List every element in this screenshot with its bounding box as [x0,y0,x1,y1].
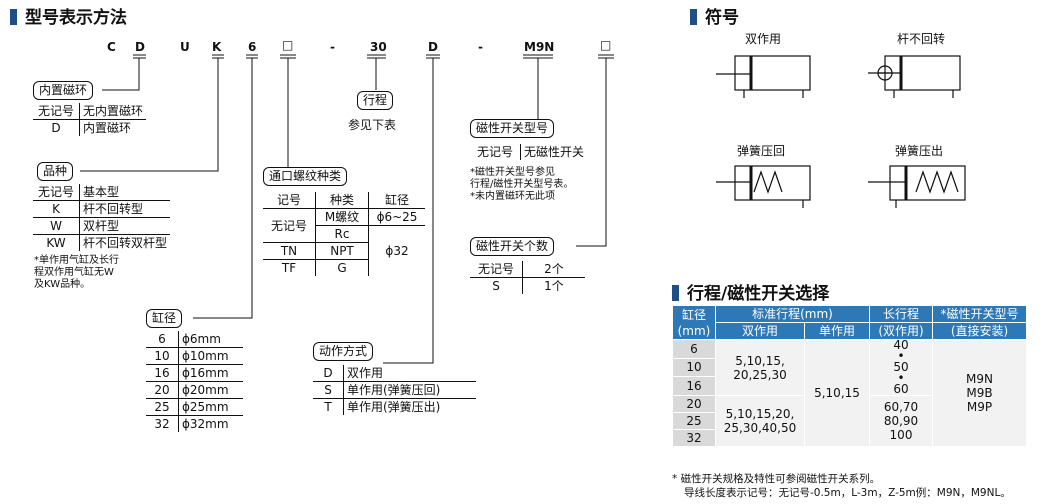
code-u: U [180,40,190,54]
symbol-title: 符号 [690,3,739,28]
switch-count-label: 磁性开关个数 [470,237,555,256]
single-stroke: 5,10,15 [804,339,870,447]
nonrotating-symbol-icon [868,55,961,98]
selection-table: 缸径 (mm) 标准行程(mm) 长行程 *磁性开关型号 双作用 单作用 (双作… [672,305,1027,447]
table-row: 无记号 M螺纹 ϕ6~25 [263,208,425,243]
table-row: 25 [672,412,1027,430]
table-row: 缸径 (mm) 标准行程(mm) 长行程 *磁性开关型号 [672,305,1027,340]
model-title: 型号表示方法 [10,3,127,28]
code-stroke: 30 [370,40,387,54]
table-row: Rc ϕ32 [263,225,425,258]
code-thread: □ [282,38,294,52]
code-k: K [212,40,222,54]
action-label: 动作方式 [313,342,374,361]
title-marker [672,285,679,301]
double-stroke-a: 5,10,15, 20,25,30 [715,339,805,396]
symbol-nonrot-label: 杆不回转 [897,32,946,46]
table-row: TF G [263,259,425,276]
magnet-table: 无记号 无内置磁环 D 内置磁环 [33,103,147,136]
spring-return-symbol-icon [716,165,811,208]
table-row: 双作用 单作用 (双作用) (直接安装) [673,322,1027,340]
connector-lines [80,54,614,364]
variety-note: *单作用气缸及长行 程双作用气缸无W 及KW品种。 [34,255,119,290]
symbol-spring-return-label: 弹簧压回 [737,144,786,158]
header-switch: *磁性开关型号 [932,305,1027,323]
code-dash-1: - [330,40,335,54]
header-long-sub: (双作用) [869,322,933,340]
code-bore: 6 [248,40,257,54]
bore-label: 缸径 [146,309,183,328]
code-d: D [135,40,145,54]
header-standard-stroke: 标准行程(mm) [715,305,870,323]
table-row: 无记号 无磁性开关 [470,144,587,160]
table-row: 6 5,10,15, 20,25,30 5,10,15 40 • 50 • 60… [672,339,1027,447]
table-row: TN NPT [263,242,425,260]
switch-model-note: *磁性开关型号参见 行程/磁性开关型号表。 *未内置磁环无此项 [470,167,574,202]
symbol-double-label: 双作用 [745,32,782,46]
double-stroke-b: 5,10,15,20, 25,30,40,50 [715,395,805,447]
header-long-stroke: 长行程 [869,305,933,323]
header-single: 单作用 [804,322,870,340]
switch-model-label: 磁性开关型号 [470,119,555,138]
table-row: 16 [672,376,1027,396]
code-switch-count: □ [600,38,612,52]
thread-label: 通口螺纹种类 [263,167,348,186]
long-stroke-b: 60,70 80,90 100 [869,395,933,447]
variety-label: 品种 [37,162,74,181]
title-marker [690,9,697,25]
thread-table: 记号 种类 缸径 无记号 M螺纹 ϕ6~25 Rc ϕ32 TN NPT TF … [263,192,425,276]
spring-extend-symbol-icon [868,165,966,208]
stroke-label: 行程 [357,91,394,110]
table-row: 无记号基本型 [33,184,171,201]
table-row: 32 [672,429,1027,447]
code-dash-2: - [478,40,483,54]
switch-model-table: 无记号 无磁性开关 [470,144,587,160]
magnet-label: 内置磁环 [33,81,94,100]
selection-footer: * 磁性开关规格及特性可参阅磁性开关系列。 导线长度表示记号：无记号-0.5m，… [672,473,1011,499]
header-switch-sub: (直接安装) [932,322,1027,340]
stroke-sub: 参见下表 [348,118,397,132]
selection-title: 行程/磁性开关选择 [672,279,829,304]
code-switch: M9N [524,40,555,54]
table-row: 10 [672,357,1027,378]
table-row: 20 5,10,15,20, 25,30,40,50 60,70 80,90 1… [672,395,1027,447]
long-stroke-a: 40 • 50 • 60 [869,339,933,396]
code-c: C [107,40,116,54]
title-marker [10,9,17,25]
header-double: 双作用 [715,322,805,340]
switch-models: M9N M9B M9P [932,339,1027,447]
double-acting-symbol-icon [716,55,811,98]
header-bore: 缸径 (mm) [672,305,716,340]
table-row: 记号 种类 缸径 [263,192,425,209]
table-row: D 内置磁环 [33,119,146,136]
code-action: D [428,40,438,54]
table-row: 无记号 无内置磁环 [33,103,147,120]
cylinder-symbols [716,55,966,208]
symbol-spring-extend-label: 弹簧压出 [895,144,944,158]
